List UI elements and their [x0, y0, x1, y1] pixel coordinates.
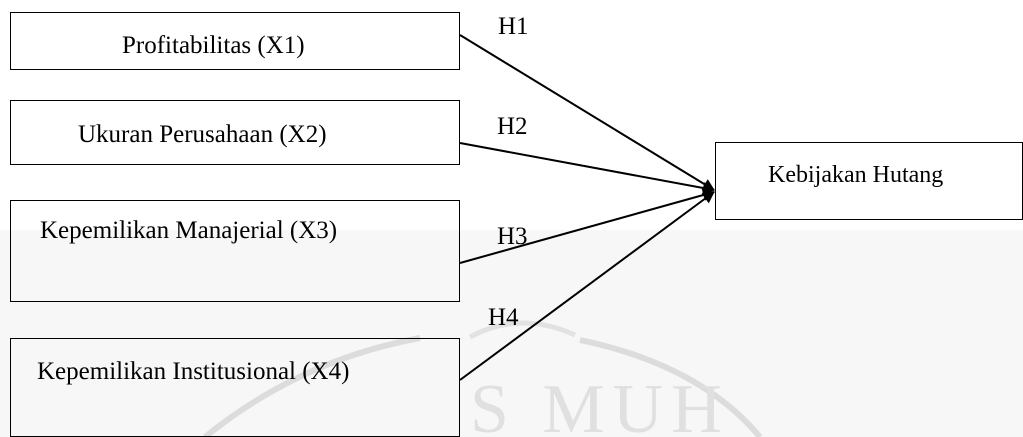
- variable-label-x2: Ukuran Perusahaan (X2): [78, 121, 327, 148]
- variable-box-x2: [10, 100, 460, 165]
- hypothesis-label-h2: H2: [497, 113, 528, 140]
- hypothesis-label-h3: H3: [497, 223, 528, 250]
- variable-box-x3: [10, 200, 460, 302]
- svg-text:S MUH: S MUH: [470, 371, 730, 437]
- variable-box-x1: [10, 12, 460, 70]
- variable-label-x4: Kepemilikan Institusional (X4): [37, 358, 350, 385]
- variable-label-x1: Profitabilitas (X1): [122, 32, 305, 59]
- hypothesis-label-h4: H4: [488, 304, 519, 331]
- variable-label-x3: Kepemilikan Manajerial (X3): [40, 217, 338, 244]
- arrow-h1: [459, 34, 715, 191]
- arrow-h2: [459, 142, 715, 194]
- arrow-h3: [459, 189, 715, 264]
- hypothesis-label-h1: H1: [498, 13, 529, 40]
- target-label: Kebijakan Hutang: [768, 162, 944, 188]
- arrow-h4: [459, 191, 715, 381]
